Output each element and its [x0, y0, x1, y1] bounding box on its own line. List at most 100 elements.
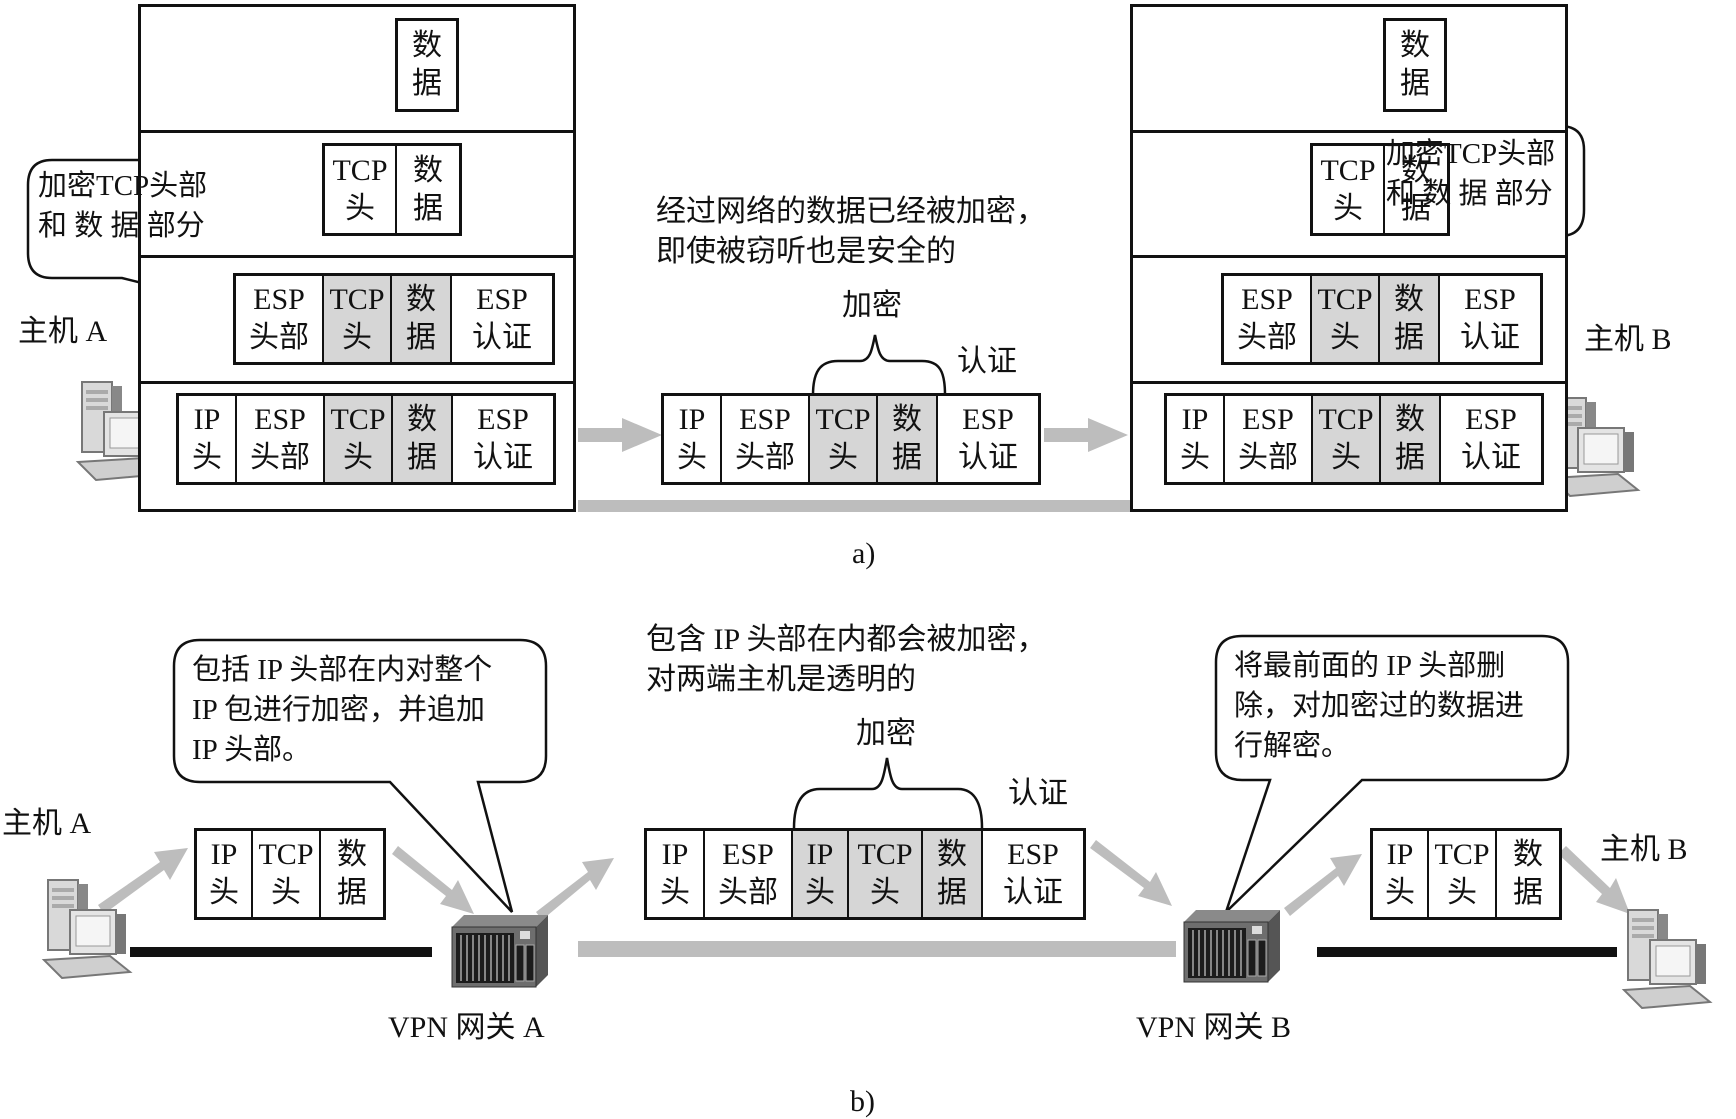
packet-field: TCP 头: [1429, 831, 1497, 917]
field-label-line1: TCP: [1318, 403, 1374, 436]
host-b-label: 主机 B: [1584, 323, 1672, 356]
auth-label-b: 认证: [1008, 777, 1068, 810]
field-label-line1: IP: [661, 838, 689, 871]
bubble-right-a-line2: 和 数 据 部分: [1386, 178, 1553, 210]
field-label-line1: 数: [412, 29, 442, 62]
network-note-b-line2: 对两端主机是透明的: [646, 663, 916, 696]
field-label-line2: 认证: [473, 441, 533, 474]
field-label-line1: 数: [1395, 403, 1425, 436]
packet-field-encrypted: TCP 头: [849, 831, 923, 917]
bubble-right-a-line1: 加密TCP头部: [1386, 138, 1556, 170]
field-label-line1: 数: [337, 838, 367, 871]
packet-field-encrypted: 数据: [392, 276, 452, 362]
field-label-line1: ESP: [254, 403, 306, 436]
gateway-b-label: VPN 网关 B: [1136, 1011, 1292, 1044]
field-label-line1: TCP: [330, 403, 386, 436]
field-label-line1: IP: [678, 403, 706, 436]
field-label-line1: ESP: [1465, 403, 1517, 436]
network-note-a-line2: 即使被窃听也是安全的: [656, 235, 956, 268]
field-label-line1: ESP: [476, 283, 528, 316]
field-label-line2: 认证: [472, 321, 532, 354]
brace-icon: [811, 334, 947, 396]
field-label-line2: 据: [1394, 321, 1424, 354]
host-b-label-b: 主机 B: [1600, 833, 1688, 866]
field-label-line1: ESP: [477, 403, 529, 436]
packet-field-encrypted: TCP 头: [1313, 396, 1381, 482]
network-note-a-line1: 经过网络的数据已经被加密，: [656, 195, 1046, 228]
field-label-line2: 头部: [1237, 321, 1297, 354]
caption-a: a): [852, 537, 876, 570]
field-label-line2: 头部: [735, 441, 795, 474]
host-a-label-b: 主机 A: [2, 807, 92, 840]
field-label-line1: TCP: [857, 838, 913, 871]
field-label-line2: 头: [342, 321, 372, 354]
packet-field-encrypted: 数据: [1381, 396, 1441, 482]
field-label-line2: 头: [1385, 876, 1415, 909]
field-label-line1: TCP: [1317, 283, 1373, 316]
lan-link-b: [1317, 947, 1617, 957]
field-label-line2: 头: [677, 441, 707, 474]
packet-field: IP 头: [647, 831, 705, 917]
field-label-line2: 头: [192, 441, 222, 474]
network-note-b-line1: 包含 IP 头部在内都会被加密，: [646, 623, 1047, 656]
field-label-line2: 头: [271, 876, 301, 909]
packet-field: 数据: [1385, 146, 1447, 233]
field-label-line1: IP: [1181, 403, 1209, 436]
field-label-line2: 头: [1447, 876, 1477, 909]
field-label-line1: IP: [193, 403, 221, 436]
packet-field: IP 头: [1373, 831, 1429, 917]
field-label-line2: 头部: [718, 876, 778, 909]
internet-link: [578, 941, 1176, 957]
network-link: [578, 500, 1134, 512]
field-label-line1: TCP: [329, 283, 385, 316]
field-label-line1: IP: [1386, 838, 1414, 871]
field-label-line1: TCP: [332, 153, 388, 187]
field-label-line2: 据: [892, 441, 922, 474]
packet-field: IP 头: [179, 396, 237, 482]
field-label-line1: ESP: [1242, 403, 1294, 436]
field-label-line2: 认证: [958, 441, 1018, 474]
packet-field: 数据: [1497, 831, 1559, 917]
arrow-right-icon: [578, 418, 662, 452]
arrow-down-right-icon: [1558, 846, 1630, 914]
field-label-line1: 数: [1513, 838, 1543, 871]
packet-field: 数据: [397, 146, 459, 233]
arrow-up-right-icon: [98, 848, 188, 914]
field-label-line2: 头: [1331, 441, 1361, 474]
bubble-left-b-line3: IP 头部。: [192, 734, 311, 766]
field-label-line2: 据: [1400, 67, 1430, 100]
field-label-line2: 头: [660, 876, 690, 909]
arrow-down-right-icon: [1090, 840, 1172, 906]
field-label-line2: 头: [870, 876, 900, 909]
field-label-line1: IP: [806, 838, 834, 871]
field-label-line2: 据: [412, 67, 442, 100]
field-label-line2: 头: [209, 876, 239, 909]
field-label-line2: 头部: [1238, 441, 1298, 474]
bubble-right-b-line2: 除，对加密过的数据进: [1234, 690, 1525, 722]
packet-field: ESP 头部: [1225, 396, 1313, 482]
bubble-right-b-line3: 行解密。: [1234, 730, 1351, 762]
field-label-line2: 据: [407, 441, 437, 474]
field-label-line2: 据: [413, 191, 443, 225]
layer-divider: [141, 130, 573, 133]
arrow-right-icon: [1044, 418, 1128, 452]
layer-divider: [1133, 381, 1565, 384]
field-label-line1: TCP: [1434, 838, 1490, 871]
computer-icon: [1623, 909, 1711, 1009]
caption-b: b): [850, 1085, 875, 1118]
lan-link-a: [130, 947, 432, 957]
